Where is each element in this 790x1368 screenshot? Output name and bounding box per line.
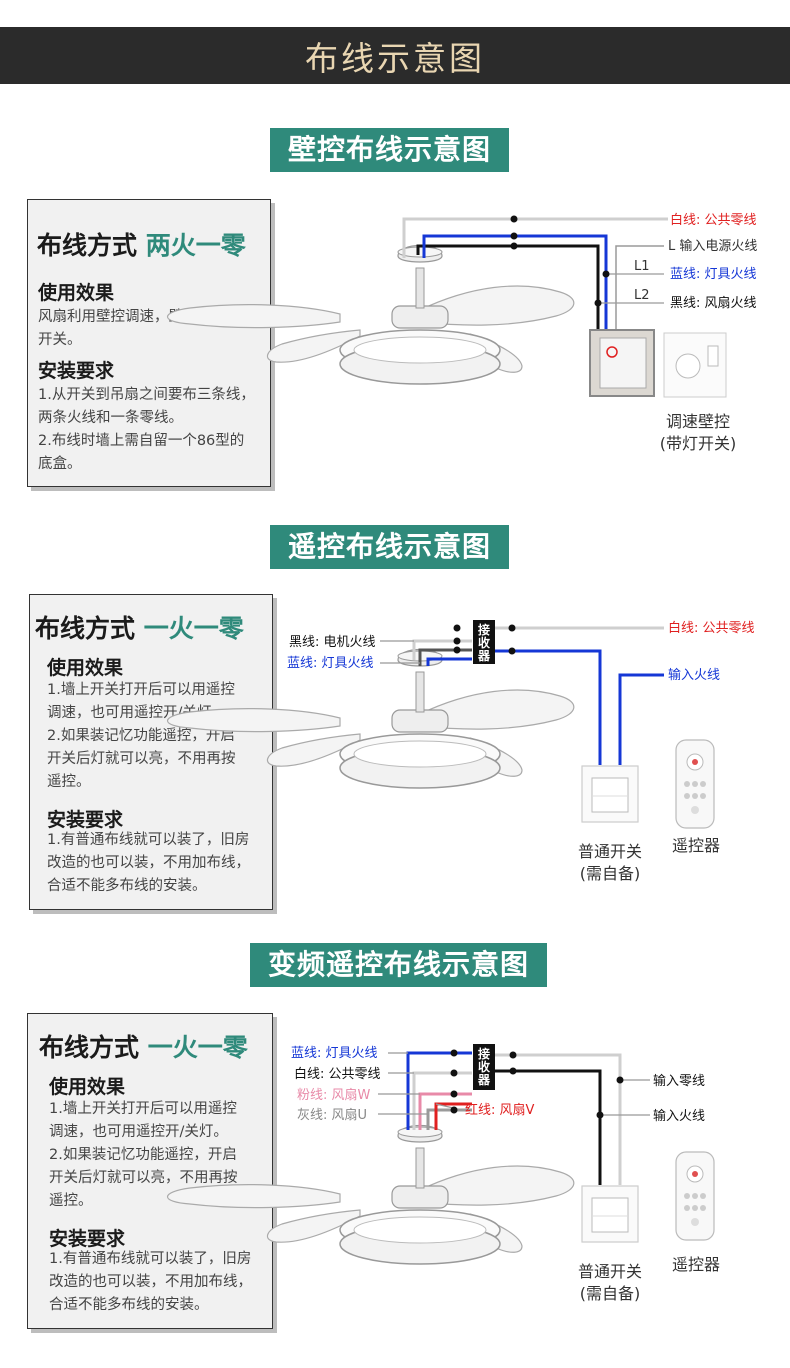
label-white-wire: 白线: 公共零线 xyxy=(294,1066,381,1082)
label-live-input: 输入火线 xyxy=(653,1108,705,1124)
install-heading: 安装要求 xyxy=(47,809,124,831)
svg-text:收: 收 xyxy=(478,1059,490,1074)
label-blue-wire: 蓝线: 灯具火线 xyxy=(291,1046,378,1061)
diagram-wall-control: 白线: 公共零线 L 输入电源火线 蓝线: 灯具火线 黑线: 风扇火线 L1 L… xyxy=(166,212,757,453)
info-box-inverter-remote: 布线方式 一火一零 使用效果 1.墙上开关打开后可以用遥控 调速，也可用遥控开/… xyxy=(27,1013,273,1329)
ceiling-fan-icon xyxy=(166,1124,575,1265)
label-red-wire: 红线: 风扇V xyxy=(465,1102,535,1118)
label-l2: L2 xyxy=(634,288,650,303)
wiring-method: 布线方式 一火一零 xyxy=(39,1033,248,1062)
install-text: 1.有普通布线就可以装了，旧房 改造的也可以装，不用加布线， 合适不能多布线的安… xyxy=(47,832,250,894)
remote-control-icon xyxy=(675,1151,715,1241)
label-white-wire: 白线: 公共零线 xyxy=(670,212,757,228)
label-gray-wire: 灰线: 风扇U xyxy=(297,1107,367,1123)
wire-white xyxy=(402,217,668,258)
install-heading: 安装要求 xyxy=(49,1228,126,1250)
svg-text:器: 器 xyxy=(477,649,491,663)
section-title-wall-control: 壁控布线示意图 xyxy=(270,128,510,172)
wire-white xyxy=(412,1071,472,1130)
wiring-method-accent: 一火一零 xyxy=(147,1033,248,1062)
label-input-wire: 输入火线 xyxy=(668,667,720,683)
effect-heading: 使用效果 xyxy=(47,657,124,679)
receiver-box-icon xyxy=(473,1044,495,1090)
effect-text: 1.墙上开关打开后可以用遥控 调速，也可用遥控开/关灯。 2.如果装记忆功能遥控… xyxy=(49,1101,238,1209)
caption-switch-note: (需自备) xyxy=(580,1284,641,1303)
label-black-wire: 黑线: 电机火线 xyxy=(289,635,376,650)
wire-blue xyxy=(426,657,472,666)
wiring-method-accent: 两火一零 xyxy=(145,231,246,260)
svg-text:收: 收 xyxy=(478,635,490,650)
wire-blue xyxy=(406,1051,472,1130)
wall-switch-icon xyxy=(581,765,639,823)
caption-switch-note: (需自备) xyxy=(580,864,641,883)
effect-heading: 使用效果 xyxy=(49,1076,126,1098)
page-header: 布线示意图 xyxy=(0,27,790,84)
section-title-inverter-remote: 变频遥控布线示意图 xyxy=(250,943,548,987)
effect-text: 1.墙上开关打开后可以用遥控 调速，也可用遥控开/关灯。 2.如果装记忆功能遥控… xyxy=(47,682,236,790)
install-text: 1.有普通布线就可以装了，旧房 改造的也可以装，不用加布线， 合适不能多布线的安… xyxy=(49,1251,252,1313)
caption-remote: 遥控器 xyxy=(672,836,720,855)
ceiling-fan-icon xyxy=(166,244,575,385)
install-heading: 安装要求 xyxy=(38,360,115,382)
install-text: 1.从开关到吊扇之间要布三条线， 两条火线和一条零线。 2.布线时墙上需自留一个… xyxy=(38,387,255,472)
caption-switch: 普通开关 xyxy=(578,842,642,861)
label-pink-wire: 粉线: 风扇W xyxy=(297,1087,371,1103)
wall-switch-icon xyxy=(581,1185,639,1243)
svg-text:接: 接 xyxy=(478,1046,490,1061)
section-title-remote-control: 遥控布线示意图 xyxy=(270,525,510,569)
svg-text:器: 器 xyxy=(477,1073,491,1087)
caption-wall-controller: 调速壁控 xyxy=(666,412,730,431)
diagram-remote-control: 接 收 器 黑线: 电机火线 蓝线: 灯具火线 白线: 公共零线 输入火线 普通… xyxy=(166,620,755,883)
page-title: 布线示意图 xyxy=(305,38,485,78)
svg-text:接: 接 xyxy=(478,622,490,637)
effect-heading: 使用效果 xyxy=(38,282,115,304)
label-neutral-input: 输入零线 xyxy=(653,1073,705,1089)
wiring-method: 布线方式 一火一零 xyxy=(35,614,244,643)
label-input-wire: L 输入电源火线 xyxy=(668,238,757,254)
wiring-method: 布线方式 两火一零 xyxy=(37,231,246,260)
label-blue-wire: 蓝线: 灯具火线 xyxy=(287,656,374,671)
caption-wall-controller-note: (带灯开关) xyxy=(660,434,737,453)
caption-switch: 普通开关 xyxy=(578,1262,642,1281)
remote-control-icon xyxy=(675,739,715,829)
wire-input xyxy=(615,245,664,330)
wire-input xyxy=(618,673,664,765)
wire-black xyxy=(416,244,600,330)
info-box-remote-control: 布线方式 一火一零 使用效果 1.墙上开关打开后可以用遥控 调速，也可用遥控开/… xyxy=(29,594,273,910)
wiring-method-accent: 一火一零 xyxy=(143,614,244,643)
label-white-wire: 白线: 公共零线 xyxy=(668,620,755,636)
info-box-wall-control: 布线方式 两火一零 使用效果 风扇利用壁控调速，壁控控制灯具 开关。 安装要求 … xyxy=(27,199,271,487)
diagram-inverter-remote: 接 收 器 蓝线: 灯具火线 白线: 公共零线 粉线: 风扇W 灰线: 风扇U … xyxy=(166,1044,720,1303)
label-black-wire: 黑线: 风扇火线 xyxy=(670,295,757,311)
receiver-box-icon xyxy=(473,620,495,664)
label-blue-wire: 蓝线: 灯具火线 xyxy=(670,267,757,282)
caption-remote: 遥控器 xyxy=(672,1255,720,1274)
label-l1: L1 xyxy=(634,259,650,274)
